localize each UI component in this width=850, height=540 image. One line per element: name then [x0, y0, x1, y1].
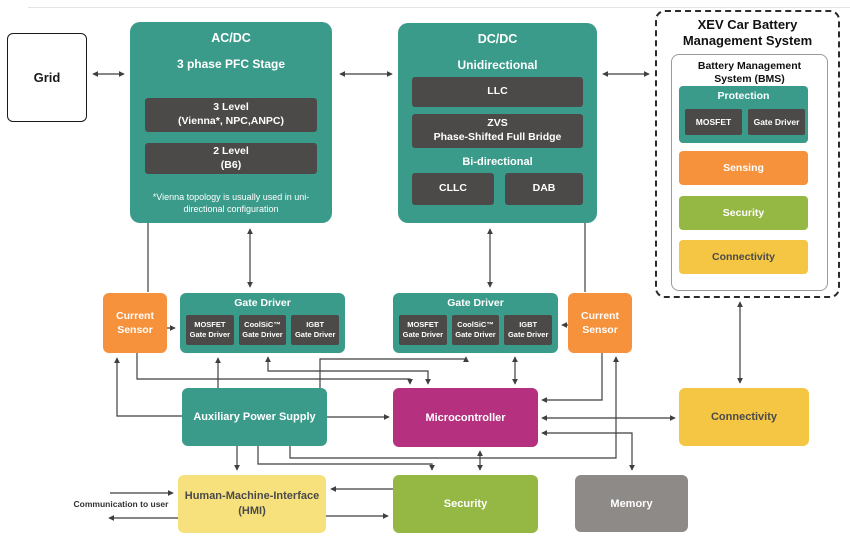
hmi-label-line1: Human-Machine-Interface	[184, 490, 320, 503]
label-line: MOSFET	[407, 320, 439, 330]
microcontroller-box: Microcontroller	[393, 388, 538, 447]
hmi-box: Human-Machine-Interface (HMI)	[178, 475, 326, 533]
label-line: Gate Driver	[294, 330, 336, 339]
arrow-sensor-right-microcontroller	[541, 353, 602, 403]
bms-protection-gate-driver-label: Gate Driver	[753, 117, 800, 127]
memory-label: Memory	[610, 497, 653, 510]
gate-driver-left-row: MOSFET Gate Driver CoolSiC™ Gate Driver …	[186, 315, 340, 345]
bms-protection-mosfet-label: MOSFET	[695, 117, 732, 127]
gate-driver-right-row: MOSFET Gate Driver CoolSiC™ Gate Driver …	[399, 315, 553, 345]
gate-driver-right-mosfet: MOSFET Gate Driver	[399, 315, 447, 345]
bms-security-label: Security	[722, 207, 765, 219]
gate-driver-left-title: Gate Driver	[234, 297, 291, 309]
bms-protection-title: Protection	[717, 90, 770, 102]
connectivity-label: Connectivity	[710, 411, 777, 423]
current-sensor-right-line2: Sensor	[582, 324, 618, 336]
label-line: Gate Driver	[242, 330, 283, 339]
auxiliary-power-supply-box: Auxiliary Power Supply	[182, 388, 327, 446]
bms-title: Battery Management System (BMS)	[672, 55, 827, 86]
acdc-option-3level-line2: (Vienna*, NPC,ANPC)	[178, 115, 284, 127]
arrow-aux-gate-driver-right	[320, 356, 469, 388]
label-line: IGBT	[519, 320, 538, 330]
xev-title-line2: Management System	[682, 33, 813, 49]
label-line: Gate Driver	[189, 330, 231, 339]
dcdc-zvs-line2: Phase-Shifted Full Bridge	[433, 131, 562, 143]
label-line: CoolSiC™	[244, 320, 281, 330]
current-sensor-left-line1: Current	[116, 309, 154, 322]
gate-driver-right-coolsic: CoolSiC™ Gate Driver	[451, 315, 500, 345]
acdc-option-2level: 2 Level (B6)	[145, 143, 317, 174]
acdc-subtitle: 3 phase PFC Stage	[176, 57, 286, 71]
dcdc-bidirectional-label: Bi-directional	[462, 156, 533, 168]
bms-title-line2: System (BMS)	[714, 73, 785, 86]
bms-sensing-block: Sensing	[679, 151, 808, 185]
current-sensor-right-line1: Current	[581, 309, 619, 322]
dcdc-block: DC/DC Unidirectional LLC ZVS Phase-Shift…	[398, 23, 597, 223]
gate-driver-right-igbt: IGBT Gate Driver	[504, 315, 553, 345]
dcdc-cllc-label: CLLC	[439, 182, 467, 195]
bms-security-block: Security	[679, 196, 808, 230]
connectivity-box: Connectivity	[679, 388, 809, 446]
bms-protection-block: Protection MOSFET Gate Driver	[679, 86, 808, 143]
label-line: Gate Driver	[455, 330, 496, 339]
gate-driver-right-title: Gate Driver	[447, 297, 504, 309]
gate-driver-block-left: Gate Driver MOSFET Gate Driver CoolSiC™ …	[180, 293, 345, 353]
xev-title-line1: XEV Car Battery	[697, 17, 798, 32]
grid-label: Grid	[33, 70, 61, 85]
acdc-option-3level: 3 Level (Vienna*, NPC,ANPC)	[145, 98, 317, 132]
gate-driver-left-mosfet: MOSFET Gate Driver	[186, 315, 234, 345]
bms-box: Battery Management System (BMS) Protecti…	[671, 54, 828, 291]
acdc-option-2level-line2: (B6)	[220, 158, 242, 171]
label-line: Gate Driver	[402, 330, 444, 339]
dcdc-option-zvs: ZVS Phase-Shifted Full Bridge	[412, 114, 583, 148]
dcdc-option-llc: LLC	[412, 77, 583, 107]
dcdc-option-cllc: CLLC	[412, 173, 494, 205]
xev-bms-panel: XEV Car Battery Management System Batter…	[655, 10, 840, 298]
bms-connectivity-label: Connectivity	[711, 251, 775, 263]
arrow-microcontroller-memory	[541, 430, 635, 471]
security-label: Security	[443, 498, 488, 510]
acdc-option-2level-line1: 2 Level	[213, 144, 249, 157]
dcdc-title: DC/DC	[477, 32, 518, 46]
current-sensor-left: Current Sensor	[103, 293, 167, 353]
label-line: CoolSiC™	[457, 320, 494, 330]
memory-box: Memory	[575, 475, 688, 532]
acdc-footnote: *Vienna topology is usually used in uni-…	[130, 191, 332, 215]
acdc-title: AC/DC	[211, 31, 251, 45]
security-box: Security	[393, 475, 538, 533]
bms-title-line1: Battery Management	[697, 60, 802, 72]
label-line: IGBT	[306, 320, 325, 330]
communication-to-user-label: Communication to user	[73, 499, 169, 509]
dcdc-dab-label: DAB	[532, 182, 556, 195]
label-line: MOSFET	[194, 320, 226, 330]
top-divider	[28, 7, 850, 8]
gate-driver-left-igbt: IGBT Gate Driver	[291, 315, 340, 345]
acdc-block: AC/DC 3 phase PFC Stage 3 Level (Vienna*…	[130, 22, 332, 223]
acdc-option-3level-line1: 3 Level	[213, 101, 249, 114]
gate-driver-left-coolsic: CoolSiC™ Gate Driver	[238, 315, 287, 345]
acdc-footnote-line1: *Vienna topology is usually used in uni-	[152, 192, 310, 202]
arrow-aux-security	[258, 446, 435, 471]
dcdc-option-dab: DAB	[505, 173, 583, 205]
arrow-aux-sensor-left	[114, 357, 182, 416]
arrow-sensor-left-microcontroller	[137, 353, 413, 385]
bms-protection-gate-driver: Gate Driver	[748, 109, 805, 135]
bms-protection-mosfet: MOSFET	[685, 109, 742, 135]
dcdc-unidirectional-label: Unidirectional	[457, 58, 538, 72]
xev-panel-title: XEV Car Battery Management System	[657, 12, 838, 50]
current-sensor-right: Current Sensor	[568, 293, 632, 353]
current-sensor-left-line2: Sensor	[117, 324, 153, 336]
bms-connectivity-block: Connectivity	[679, 240, 808, 274]
acdc-footnote-line2: directional configuration	[183, 204, 279, 215]
hmi-label-line2: (HMI)	[238, 505, 266, 517]
grid-box: Grid	[7, 33, 87, 122]
gate-driver-block-right: Gate Driver MOSFET Gate Driver CoolSiC™ …	[393, 293, 558, 353]
microcontroller-label: Microcontroller	[425, 411, 506, 424]
auxiliary-power-supply-label: Auxiliary Power Supply	[193, 411, 316, 423]
dcdc-zvs-line1: ZVS	[487, 117, 508, 130]
arrow-gate-driver-left-microcontroller	[265, 356, 431, 385]
bms-sensing-label: Sensing	[723, 162, 764, 174]
label-line: Gate Driver	[507, 330, 549, 339]
dcdc-llc-label: LLC	[487, 85, 508, 98]
